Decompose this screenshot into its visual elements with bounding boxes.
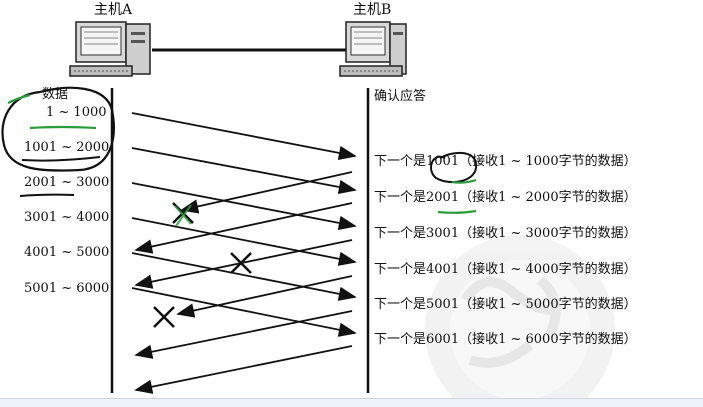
segment-label: 1001 ~ 2000 (24, 140, 110, 155)
annotation-circle (430, 151, 478, 184)
data-arrow (131, 112, 357, 161)
segment-label: 3001 ~ 4000 (24, 210, 110, 225)
computer-icon (339, 21, 407, 77)
cross-mark-icon (174, 204, 192, 227)
segment-label: 5001 ~ 6000 (24, 281, 110, 296)
ack-label: 下一个是1001（接收1 ~ 1000字节的数据） (374, 154, 637, 169)
segment-label: 2001 ~ 3000 (24, 175, 110, 190)
annotation-circle (1, 86, 115, 172)
ack-arrow (134, 239, 353, 289)
segment-label: 1 ~ 1000 (46, 105, 107, 120)
ack-label: 下一个是2001（接收1 ~ 2000字节的数据） (374, 190, 637, 205)
data-arrow (131, 217, 357, 266)
annotation-underline (21, 156, 101, 162)
watermark-seal (425, 235, 615, 406)
ack-arrow (176, 275, 353, 318)
host-b-label: 主机B (353, 2, 392, 18)
ack-label: 下一个是6001（接收1 ~ 6000字节的数据） (374, 332, 637, 347)
ack-arrow (134, 202, 353, 254)
ack-arrows (134, 171, 353, 394)
annotation-underline (19, 193, 75, 197)
cross-mark-icon (230, 252, 252, 274)
ack-arrow (134, 310, 353, 359)
ack-arrow (134, 345, 353, 394)
host-a-label: 主机A (94, 2, 133, 18)
data-arrow (131, 182, 357, 231)
data-column-header: 数据 (42, 87, 69, 102)
ack-label: 下一个是5001（接收1 ~ 5000字节的数据） (374, 297, 637, 312)
viewer-bottom-bar (0, 398, 703, 407)
data-arrow (131, 287, 357, 337)
ack-column-header: 确认应答 (374, 89, 427, 104)
annotation-green-underline (451, 178, 477, 184)
data-arrow (131, 252, 357, 301)
computer-icon (69, 21, 151, 77)
data-arrows (131, 112, 357, 337)
annotation-green-underline (29, 125, 97, 130)
annotation-green-underline (437, 209, 477, 214)
cross-mark-icon (153, 306, 175, 328)
handwritten-annotations (1, 86, 478, 214)
data-arrow (131, 147, 357, 195)
ack-label: 下一个是4001（接收1 ~ 4000字节的数据） (374, 262, 637, 277)
ack-label: 下一个是3001（接收1 ~ 3000字节的数据） (374, 226, 637, 241)
annotation-green-tick (7, 93, 31, 104)
segment-label: 4001 ~ 5000 (24, 245, 110, 260)
ack-arrow (180, 171, 353, 214)
